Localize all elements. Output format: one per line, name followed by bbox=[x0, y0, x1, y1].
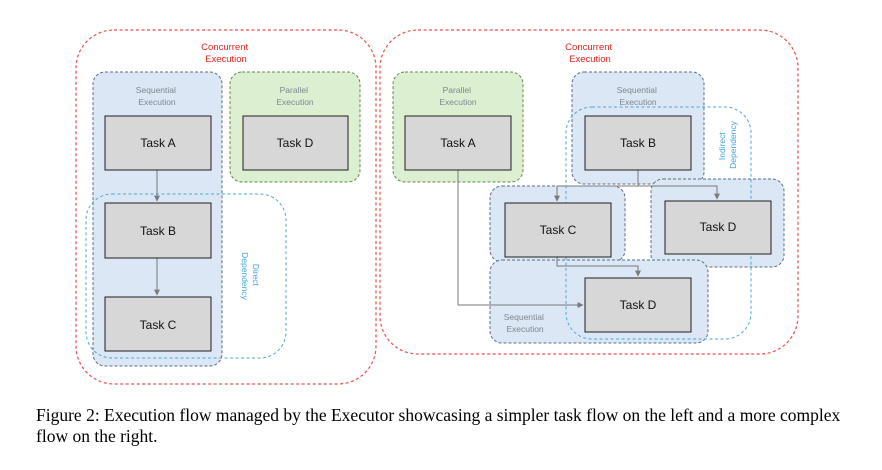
right-task-c: Task C bbox=[504, 202, 612, 258]
right-arrow-b-to-c bbox=[554, 170, 639, 202]
left-sequential-label: Sequential Execution bbox=[136, 85, 179, 107]
right-task-a-label: Task A bbox=[440, 136, 475, 150]
left-task-c-label: Task C bbox=[140, 318, 177, 332]
right-task-c-label: Task C bbox=[540, 223, 577, 237]
left-parallel-label: Parallel Execution bbox=[276, 85, 314, 107]
right-task-d-side-label: Task D bbox=[700, 220, 737, 234]
right-task-b-label: Task B bbox=[620, 136, 656, 150]
left-task-b: Task B bbox=[104, 202, 212, 259]
right-parallel-label: Parallel Execution bbox=[439, 85, 477, 107]
figure-caption: Figure 2: Execution flow managed by the … bbox=[36, 405, 841, 446]
right-diagram: Concurrent Execution Parallel Execution … bbox=[379, 29, 799, 355]
right-concurrent-label: Concurrent Execution bbox=[565, 42, 615, 65]
left-task-a: Task A bbox=[104, 115, 212, 171]
right-task-d-side: Task D bbox=[664, 200, 772, 255]
right-task-d-bottom: Task D bbox=[584, 277, 692, 333]
right-task-a: Task A bbox=[404, 115, 512, 171]
left-task-b-label: Task B bbox=[140, 224, 176, 238]
left-task-d-label: Task D bbox=[277, 136, 314, 150]
left-concurrent-label: Concurrent Execution bbox=[201, 42, 251, 65]
left-diagram: Concurrent Execution Sequential Executio… bbox=[75, 29, 377, 385]
execution-flow-diagram: Concurrent Execution Sequential Executio… bbox=[75, 29, 799, 385]
right-arrow-c-to-d-bottom bbox=[556, 257, 641, 277]
left-direct-dependency-region bbox=[85, 193, 287, 359]
right-task-d-bottom-label: Task D bbox=[620, 298, 657, 312]
right-arrow-a-to-d-bottom bbox=[457, 170, 584, 308]
left-task-c: Task C bbox=[104, 296, 212, 352]
left-task-a-label: Task A bbox=[140, 136, 175, 150]
left-direct-dependency-label: Direct Dependency bbox=[240, 252, 261, 300]
left-task-d: Task D bbox=[242, 115, 349, 171]
left-concurrent-region bbox=[75, 29, 377, 385]
right-task-b: Task B bbox=[584, 115, 692, 171]
right-arrow-b-to-d-right bbox=[638, 185, 720, 200]
right-indirect-dependency-label: Indirect Dependency bbox=[717, 120, 738, 168]
right-concurrent-region bbox=[379, 29, 799, 355]
right-sequential-top-label: Sequential Execution bbox=[617, 85, 660, 107]
right-sequential-bottom-label: Sequential Execution bbox=[504, 312, 547, 334]
right-indirect-dependency-region bbox=[565, 106, 752, 340]
